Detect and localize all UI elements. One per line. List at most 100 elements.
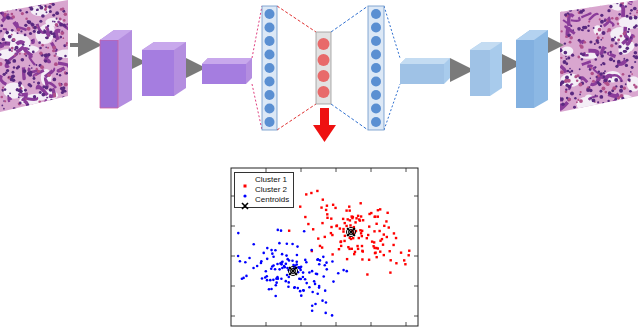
nucleus [579, 10, 583, 14]
data-point [304, 259, 307, 262]
nucleus [565, 79, 568, 82]
nucleus [41, 44, 44, 47]
nucleus [39, 47, 42, 50]
nucleus [604, 108, 606, 110]
nucleus [35, 109, 39, 113]
nucleus [560, 97, 564, 101]
data-point [285, 254, 288, 257]
nucleus [13, 1, 17, 5]
data-point [314, 283, 317, 286]
data-point [300, 266, 303, 269]
nucleus [61, 8, 64, 11]
nucleus [570, 91, 574, 95]
nucleus [614, 98, 617, 101]
nucleus [621, 97, 624, 100]
nucleus [619, 89, 623, 93]
nucleus [580, 45, 584, 49]
nucleus [599, 72, 602, 75]
data-point [268, 288, 271, 291]
nucleus [15, 9, 17, 11]
data-point [332, 204, 334, 206]
nucleus [622, 73, 625, 76]
gland-wall [604, 17, 609, 26]
data-point [280, 263, 283, 266]
nucleus [607, 0, 610, 3]
data-point [381, 238, 383, 240]
nucleus [5, 42, 7, 44]
nucleus [623, 99, 625, 101]
nucleus [601, 1, 603, 3]
nucleus [6, 9, 8, 11]
nucleus [589, 40, 592, 43]
data-point [296, 245, 299, 248]
data-point [277, 277, 280, 280]
nucleus [582, 29, 584, 31]
data-point [388, 226, 390, 228]
nucleus [594, 43, 596, 45]
nucleus [48, 5, 52, 9]
gland-wall [582, 62, 591, 65]
nucleus [563, 0, 566, 3]
data-point [310, 192, 312, 194]
lumen [31, 5, 50, 16]
data-point [374, 252, 376, 254]
nucleus [600, 54, 603, 57]
nucleus [53, 35, 56, 38]
nucleus [569, 41, 572, 44]
nucleus [11, 7, 13, 9]
nucleus [564, 13, 567, 16]
nucleus [629, 13, 631, 15]
nucleus [37, 70, 40, 73]
data-point [311, 304, 314, 307]
legend-sample [238, 192, 252, 200]
axis-tick [414, 196, 418, 197]
data-point [355, 217, 357, 219]
gland-wall [22, 93, 26, 100]
data-point [325, 209, 327, 211]
data-point [360, 232, 362, 234]
gland-wall [602, 47, 605, 55]
nucleus [25, 11, 28, 14]
data-point [316, 259, 319, 262]
gland-wall [45, 69, 54, 77]
data-point [320, 206, 322, 208]
data-point [280, 277, 283, 280]
nucleus [624, 50, 627, 53]
data-point [354, 251, 356, 253]
nucleus [11, 13, 14, 16]
data-point [299, 205, 301, 207]
nucleus [44, 8, 47, 11]
nucleus [39, 109, 42, 112]
nucleus [50, 99, 52, 101]
nucleus [583, 41, 586, 44]
nucleus [19, 88, 21, 90]
nucleus [628, 75, 631, 78]
nucleus [570, 25, 572, 27]
data-point [266, 279, 269, 282]
axis-tick [301, 168, 302, 172]
nucleus [46, 97, 48, 99]
data-point [281, 267, 284, 270]
nucleus [14, 54, 16, 56]
nucleus [22, 43, 24, 45]
nucleus [582, 53, 585, 56]
data-point [330, 217, 332, 219]
nucleus [4, 88, 7, 91]
data-point [274, 295, 277, 298]
nucleus [65, 109, 69, 113]
nucleus [590, 78, 592, 80]
nucleus [15, 46, 19, 50]
data-point [324, 236, 326, 238]
nucleus [38, 41, 41, 44]
data-point [321, 222, 323, 224]
neuron [265, 9, 275, 19]
nucleus [565, 90, 568, 93]
nucleus [634, 55, 638, 59]
nucleus [598, 83, 602, 87]
nucleus [24, 34, 27, 37]
nucleus [581, 108, 583, 110]
nucleus [2, 90, 4, 92]
nucleus [6, 16, 10, 20]
data-point [275, 284, 278, 287]
data-point [361, 258, 363, 260]
